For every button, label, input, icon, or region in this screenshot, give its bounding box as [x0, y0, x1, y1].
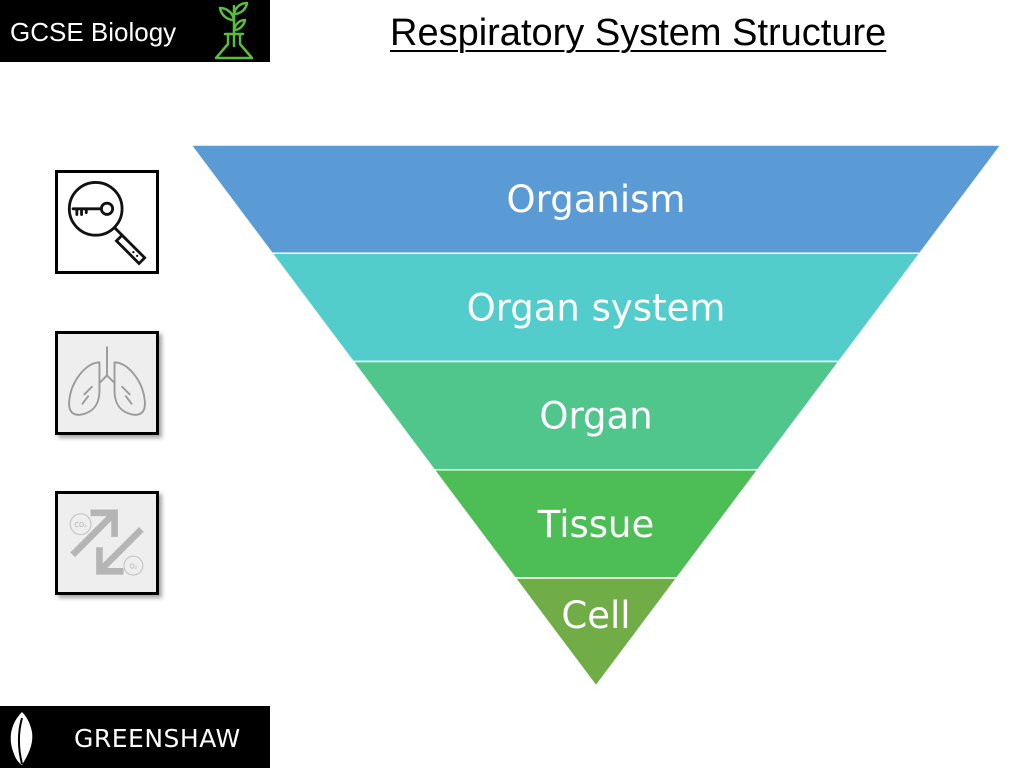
gas-exchange-arrows-icon: CO₂ O₂: [69, 509, 144, 576]
level-label-organism: Organism: [507, 178, 686, 221]
footer-badge: GREENSHAW: [0, 706, 270, 768]
level-label-organ: Organ: [539, 395, 652, 438]
lungs-icon-box[interactable]: [55, 331, 159, 435]
flask-plant-icon: [214, 1, 254, 60]
level-label-organ-system: Organ system: [467, 286, 726, 329]
magnifier-key-icon: [67, 181, 147, 266]
level-label-tissue: Tissue: [537, 503, 655, 546]
level-band-cell: [513, 577, 679, 688]
co2-label: CO₂: [74, 521, 87, 529]
header-badge: GCSE Biology: [0, 0, 270, 62]
subject-label: GCSE Biology: [10, 17, 177, 47]
lungs-icon: [68, 346, 146, 416]
magnifier-key-icon-box[interactable]: [55, 170, 159, 274]
level-label-cell: Cell: [561, 594, 630, 637]
page-title: Respiratory System Structure: [390, 12, 887, 54]
school-name: GREENSHAW: [74, 724, 241, 753]
leaf-icon: [10, 712, 33, 765]
o2-label: O₂: [129, 562, 137, 570]
gas-exchange-icon-box[interactable]: CO₂ O₂: [55, 491, 159, 595]
